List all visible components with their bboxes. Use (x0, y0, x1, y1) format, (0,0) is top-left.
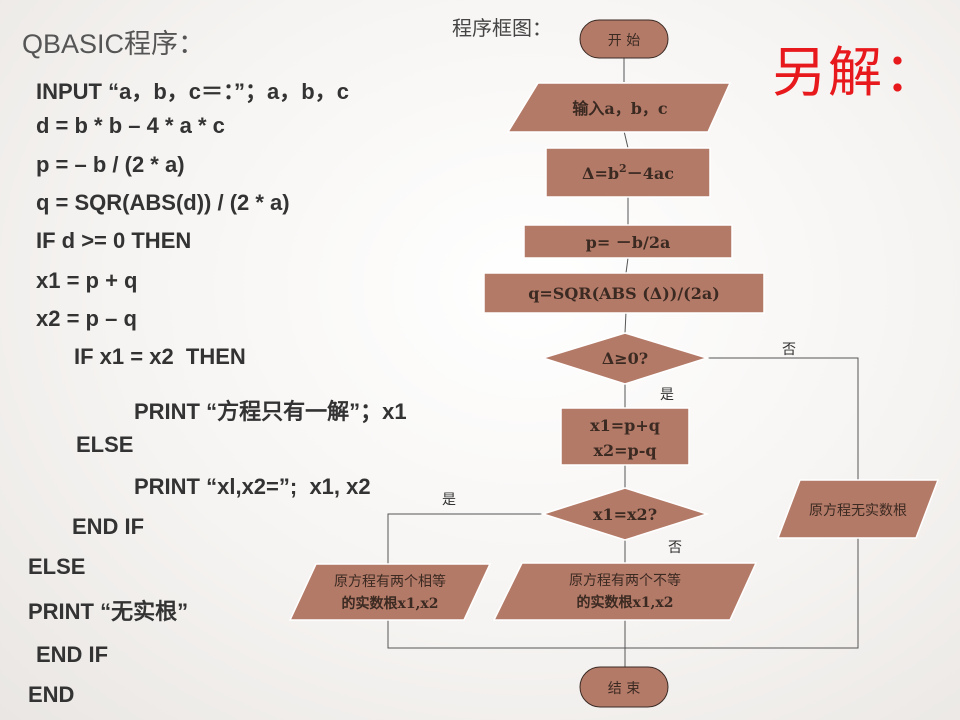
delta-condition-label: Δ≥0? (602, 349, 648, 368)
edge (623, 130, 629, 149)
unequal-roots-node (492, 562, 758, 621)
code-line: x1 = p + q (36, 268, 138, 293)
code-line: PRINT “xl,x2=”; x1, x2 (134, 474, 371, 499)
no-real-roots-node (776, 479, 940, 539)
no-label: 否 (668, 540, 682, 556)
start-node (579, 19, 669, 59)
equal-condition-node (540, 487, 710, 541)
x1-assign-label: x1=p+q (590, 416, 660, 435)
code-line: END (28, 682, 75, 707)
delta-node (545, 147, 711, 198)
equal-roots-line1: 原方程有两个相等 (334, 573, 446, 590)
code-line: INPUT “a，b，c＝：”；a，b，c (36, 79, 349, 104)
edge-yes (387, 513, 543, 564)
p-assign-label: p= －b/2a (586, 233, 671, 252)
no-real-roots-label: 原方程无实数根 (809, 503, 907, 519)
code-line: p = – b / (2 * a) (36, 152, 185, 177)
end-node (579, 666, 669, 708)
alt-solution-heading: 另解： (772, 41, 940, 104)
end-label: 结 束 (608, 681, 640, 697)
code-line: END IF (72, 514, 145, 539)
code-line: PRINT “方程只有一解”；x1 (134, 399, 407, 424)
code-line: IF d >= 0 THEN (36, 228, 192, 253)
equal-roots-node (288, 563, 492, 621)
q-assign-node (483, 272, 765, 314)
code-line: ELSE (28, 554, 86, 579)
q-assign-label: q=SQR(ABS (Δ))/(2a) (528, 284, 720, 303)
delta-label: Δ=b2－4ac (582, 162, 674, 183)
code-line: d = b * b – 4 * a * c (36, 113, 225, 138)
code-line: q = SQR(ABS(d)) / (2 * a) (36, 190, 290, 215)
edge (624, 311, 627, 334)
equal-condition-label: x1=x2? (593, 505, 657, 524)
roots-assign-node (560, 407, 690, 466)
yes-label: 是 (442, 492, 456, 508)
flowchart-title: 程序框图： (452, 16, 552, 40)
edge (625, 257, 629, 274)
unequal-roots-line2: 的实数根x1,x2 (576, 594, 673, 611)
p-assign-node (523, 224, 733, 259)
unequal-roots-line1: 原方程有两个不等 (569, 572, 681, 589)
x2-assign-label: x2=p-q (593, 441, 656, 460)
code-line: ELSE (76, 432, 134, 457)
code-line: PRINT “无实根” (28, 599, 189, 624)
delta-condition-node (540, 332, 710, 385)
yes-label: 是 (660, 387, 674, 403)
input-label: 输入a，b，c (572, 99, 668, 118)
code-line: END IF (36, 642, 109, 667)
no-label: 否 (782, 342, 796, 358)
program-heading: QBASIC程序： (22, 29, 206, 59)
edge-no (707, 357, 859, 480)
code-line: IF x1 = x2 THEN (74, 344, 246, 369)
code-line: x2 = p – q (36, 306, 137, 331)
start-label: 开 始 (608, 33, 640, 49)
equal-roots-line2: 的实数根x1,x2 (341, 595, 438, 612)
input-node (506, 82, 732, 133)
edge (387, 538, 859, 649)
